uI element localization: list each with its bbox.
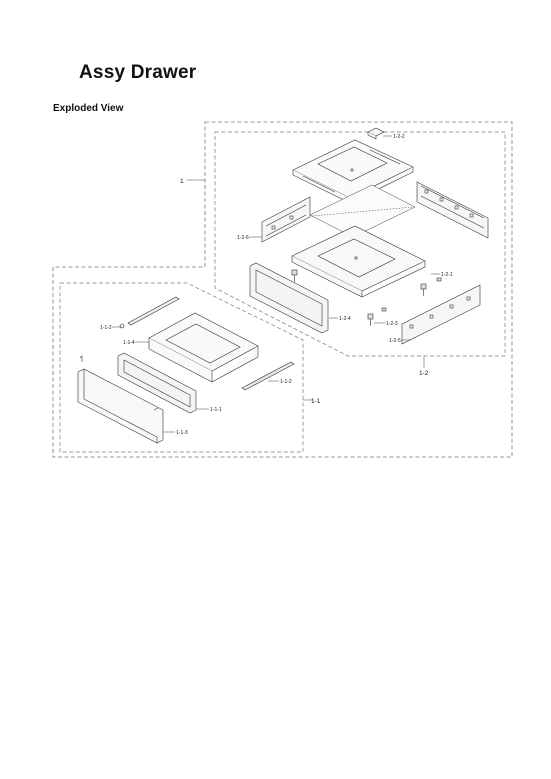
callout-1-2-6: 1-2-6 bbox=[237, 235, 249, 241]
callout-1-2-5: 1-2-5 bbox=[389, 338, 401, 344]
leader-lines bbox=[112, 135, 440, 433]
assembly-1-1-boundary bbox=[59, 282, 304, 453]
drawer-box bbox=[148, 312, 259, 383]
left-side-rail bbox=[261, 196, 311, 243]
page-title: Assy Drawer bbox=[79, 62, 197, 83]
callout-1-1-3: 1-1-3 bbox=[176, 430, 188, 436]
rear-end-panel bbox=[401, 284, 481, 345]
callout-1-1-1: 1-1-1 bbox=[210, 407, 222, 413]
leveling-feet bbox=[291, 269, 442, 326]
callout-1: 1 bbox=[180, 178, 184, 185]
callout-1-2-4: 1-2-4 bbox=[339, 316, 351, 322]
callout-1-1-2-top: 1-1-2 bbox=[100, 325, 112, 331]
top-cover-plate bbox=[292, 139, 414, 204]
door-inner-frame bbox=[117, 352, 197, 414]
right-side-rail bbox=[416, 181, 489, 239]
assembly-1-2-boundary bbox=[214, 131, 506, 357]
callout-labels: 1 1-2-2 1-2-6 1-2-1 1-2-4 1-2-3 1-2-5 1-… bbox=[100, 134, 453, 436]
door-front-panel bbox=[77, 355, 164, 444]
side-rail bbox=[241, 361, 295, 391]
front-trim-part bbox=[249, 262, 329, 334]
callout-1-2: 1-2 bbox=[419, 370, 429, 377]
insulation-plate bbox=[309, 184, 416, 238]
section-subtitle: Exploded View bbox=[53, 103, 124, 114]
assembly-1-boundary bbox=[52, 121, 513, 458]
bracket-part bbox=[367, 127, 385, 140]
bottom-pan bbox=[291, 225, 426, 298]
callout-1-1-2-right: 1-1-2 bbox=[280, 379, 292, 385]
callout-1-1-4: 1-1-4 bbox=[123, 340, 135, 346]
callout-1-2-1: 1-2-1 bbox=[441, 272, 453, 278]
callout-1-2-3: 1-2-3 bbox=[386, 321, 398, 327]
callout-1-1: 1-1 bbox=[311, 398, 321, 405]
rear-rail bbox=[119, 296, 180, 329]
callout-1-2-2: 1-2-2 bbox=[393, 134, 405, 140]
